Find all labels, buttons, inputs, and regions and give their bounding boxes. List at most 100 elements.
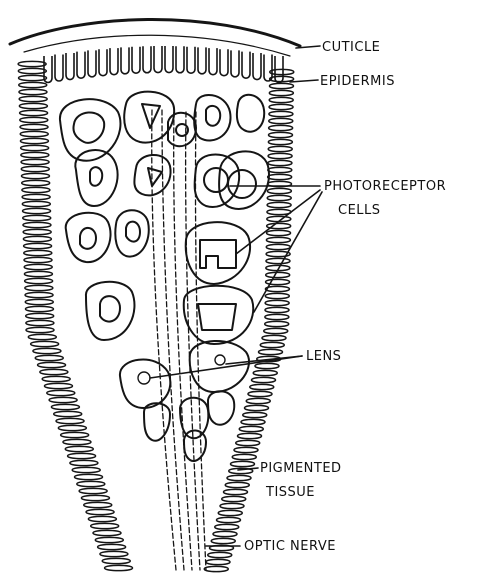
pigmented-fold xyxy=(51,404,79,409)
pigmented-fold xyxy=(20,131,48,136)
photoreceptor-cell xyxy=(237,95,264,132)
pigmented-fold xyxy=(21,159,49,164)
pigmented-fold xyxy=(268,139,292,144)
photoreceptor-cell xyxy=(194,95,230,141)
pigmented-fold xyxy=(218,510,242,515)
pigmented-fold xyxy=(232,454,256,459)
epidermis-cell xyxy=(165,46,173,73)
epidermis-cell xyxy=(77,52,85,79)
pigmented-fold xyxy=(269,118,293,123)
epidermis-cell-row xyxy=(44,46,283,82)
pigmented-fold xyxy=(234,447,258,452)
pigmented-fold xyxy=(18,61,46,66)
photoreceptor-cell xyxy=(219,151,269,209)
pigmented-fold xyxy=(241,419,265,424)
cuticle-label: CUTICLE xyxy=(322,40,380,55)
lens-nucleus xyxy=(138,372,150,384)
pigmented-fold xyxy=(19,103,47,108)
epidermis-cell xyxy=(242,52,250,79)
pigmented-fold xyxy=(21,166,49,171)
epidermis-label: EPIDERMIS xyxy=(320,74,395,89)
epidermis-leader xyxy=(290,80,318,82)
pigmented-fold xyxy=(23,222,51,227)
pigmented-fold xyxy=(267,202,291,207)
pigmented-fold xyxy=(265,300,289,305)
pigmented-fold xyxy=(38,362,66,367)
pigmented-fold xyxy=(265,286,289,291)
pigmented-fold xyxy=(252,377,276,382)
pigmented-fold xyxy=(269,111,293,116)
pigmented-fold xyxy=(31,341,59,346)
pigmented-fold xyxy=(84,502,112,507)
epidermis-cell xyxy=(187,47,195,74)
pigmented-fold xyxy=(22,201,50,206)
pigmented-fold xyxy=(26,313,54,318)
pigmented-fold xyxy=(33,348,61,353)
epidermis-cell xyxy=(231,50,239,77)
pigmented-fold xyxy=(21,173,49,178)
lens-cells xyxy=(120,341,249,461)
pigmented-fold xyxy=(61,432,89,437)
pigmented-fold xyxy=(35,355,63,360)
pigmented-fold xyxy=(265,307,289,312)
pigmented-fold xyxy=(220,503,244,508)
pigmented-fold xyxy=(88,516,116,521)
pigmented-fold xyxy=(26,327,54,332)
pigmented-fold xyxy=(22,180,50,185)
pigmented-fold xyxy=(250,384,274,389)
pigmented-fold xyxy=(269,97,293,102)
pigmented-fold xyxy=(25,292,53,297)
photoreceptor-cell xyxy=(184,286,253,344)
pigmented-fold xyxy=(86,509,114,514)
epidermis-cell xyxy=(176,46,184,72)
epidermis-cell xyxy=(220,49,228,76)
pigmented-fold xyxy=(259,349,283,354)
pigmented-fold xyxy=(26,320,54,325)
pigmented-fold xyxy=(267,230,291,235)
epidermis-cell xyxy=(121,47,129,74)
lens-nucleus xyxy=(215,355,225,365)
pigmented-fold xyxy=(24,271,52,276)
pigmented-fold xyxy=(79,488,107,493)
pigmented-fold xyxy=(206,559,230,564)
photoreceptor-cell xyxy=(86,282,135,340)
pigmented-fold xyxy=(105,565,133,570)
pigmented-fold xyxy=(22,194,50,199)
pigmented-fold xyxy=(270,69,294,74)
pigmented-fold xyxy=(266,258,290,263)
pigmented-fold xyxy=(245,405,269,410)
pigmented-fold xyxy=(20,117,48,122)
pigmented-fold xyxy=(22,187,50,192)
pigmented-fold xyxy=(269,83,293,88)
epidermis-cell xyxy=(55,55,63,81)
pigmented-fold xyxy=(25,299,53,304)
lens-cell xyxy=(208,391,234,425)
lens-cell xyxy=(144,403,170,441)
pigmented-fold xyxy=(269,104,293,109)
pigmented-fold xyxy=(268,167,292,172)
pigmented-fold xyxy=(262,335,286,340)
pigmented-fold xyxy=(222,496,246,501)
photoreceptor-cell xyxy=(195,155,240,208)
pigmented-fold xyxy=(267,188,291,193)
epidermis-cell xyxy=(253,53,261,79)
pigmented-fold xyxy=(217,517,241,522)
pigmented-fold xyxy=(265,321,289,326)
pigmented-fold xyxy=(264,328,288,333)
pigmented-fold xyxy=(28,334,56,339)
pigmented-fold xyxy=(268,146,292,151)
pigmented-fold xyxy=(239,426,263,431)
pigmented-fold xyxy=(266,272,290,277)
pigmented-fold xyxy=(24,264,52,269)
epidermis-cell xyxy=(88,50,96,77)
optic-nerve-bundle xyxy=(152,110,206,570)
epidermis-cell xyxy=(154,46,162,73)
pigmented-fold xyxy=(19,96,47,101)
lens-cell xyxy=(180,398,208,438)
pigmented-fold xyxy=(47,390,75,395)
pigmented-fold xyxy=(253,370,277,375)
cuticle-surface xyxy=(10,19,300,46)
pigmented-fold xyxy=(269,132,293,137)
photoreceptor-cell xyxy=(66,213,111,262)
